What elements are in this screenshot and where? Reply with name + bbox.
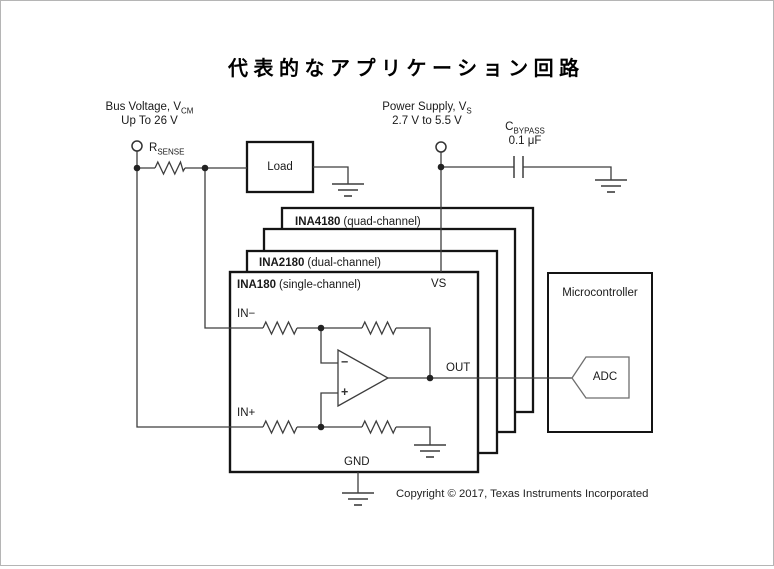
wire-bus-to-inplus (136, 151, 230, 428)
input-resistor-inminus (262, 320, 298, 336)
adc-block (571, 356, 630, 399)
internal-ground-icon (414, 444, 446, 458)
ground-symbols (332, 179, 627, 506)
wire-load-gnd (313, 166, 349, 184)
ina180-label: INA180(single-channel) (237, 279, 361, 291)
device-box-stack (228, 206, 535, 474)
cbypass-label: CBYPASS 0.1 μF (505, 121, 545, 148)
wire-cbypass (441, 166, 612, 180)
wire-opamp-inv (320, 328, 338, 364)
wire-inminus-feedback (230, 327, 431, 378)
opamp-symbol (337, 348, 390, 408)
feedback-resistor (361, 320, 397, 336)
adc-label: ADC (592, 371, 618, 383)
microcontroller-box (547, 272, 653, 433)
gnd-pin-ground-icon (342, 492, 374, 506)
opamp-noninverting-symbol: + (341, 385, 349, 399)
wires (136, 151, 612, 493)
gain-resistor-gnd (361, 419, 397, 435)
opamp-inverting-symbol: − (341, 355, 349, 369)
rsense-label: RSENSE (149, 142, 185, 157)
capacitor-icon (513, 156, 524, 178)
load-box (245, 140, 315, 194)
rsense-resistor (154, 160, 186, 176)
wire-sense-to-inminus (204, 168, 230, 329)
out-pin-label: OUT (446, 362, 471, 374)
load-label: Load (267, 161, 293, 173)
junction-dots (133, 163, 445, 431)
bus-voltage-terminal (131, 140, 143, 152)
load-ground-icon (332, 183, 364, 197)
copyright-text: Copyright © 2017, Texas Instruments Inco… (396, 488, 649, 500)
in-plus-pin-label: IN+ (237, 407, 256, 419)
power-supply-terminal (435, 141, 447, 153)
resistors (154, 160, 397, 435)
ina2180-label: INA2180(dual-channel) (259, 257, 381, 269)
ina4180-label: INA4180(quad-channel) (295, 216, 421, 228)
bus-voltage-label: Bus Voltage, VCM Up To 26 V (105, 101, 194, 128)
in-minus-pin-label: IN− (237, 308, 256, 320)
gnd-pin-label: GND (344, 456, 370, 468)
vs-pin-label: VS (431, 278, 447, 290)
cbypass-ground-icon (595, 179, 627, 193)
input-resistor-inplus (262, 419, 298, 435)
microcontroller-label: Microcontroller (562, 287, 638, 299)
power-supply-label: Power Supply, VS 2.7 V to 5.5 V (382, 101, 472, 128)
figure-title: 代表的なアプリケーション回路 (228, 58, 585, 80)
wire-opamp-noninv (320, 392, 338, 427)
wire-inplus-gnd (230, 426, 431, 445)
